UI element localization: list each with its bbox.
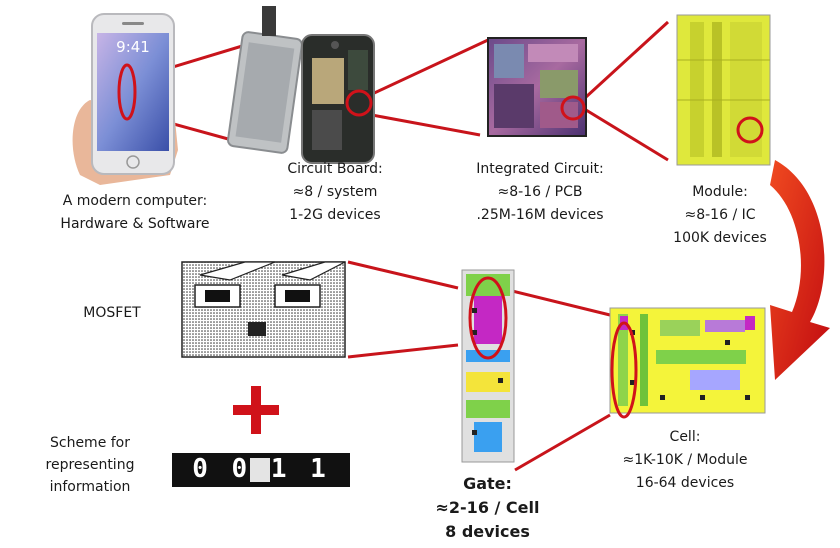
ic-caption-line3: .25M-16M devices bbox=[476, 207, 604, 223]
gate-caption-line3: 8 devices bbox=[445, 522, 530, 541]
scheme-caption-line1: Scheme for bbox=[49, 435, 131, 451]
bits-text: 0 0 1 1 bbox=[192, 454, 330, 484]
module-caption: Module: ≈8-16 / IC 100K devices bbox=[655, 181, 785, 250]
ic-caption: Integrated Circuit: ≈8-16 / PCB .25M-16M… bbox=[455, 158, 625, 227]
gate-caption-line2: ≈2-16 / Cell bbox=[435, 498, 540, 517]
scheme-caption-line2: representing bbox=[45, 457, 135, 473]
mosfet-label: MOSFET bbox=[83, 305, 141, 321]
cell-caption-line1: Cell: bbox=[669, 429, 701, 445]
module-image bbox=[676, 14, 771, 166]
computer-caption: A modern computer: Hardware & Software bbox=[40, 190, 230, 236]
circuit-board-image bbox=[226, 6, 375, 164]
ic-caption-line1: Integrated Circuit: bbox=[476, 161, 604, 177]
computer-caption-line1: A modern computer: bbox=[62, 193, 208, 209]
board-caption-line1: Circuit Board: bbox=[287, 161, 383, 177]
gate-image bbox=[461, 269, 515, 463]
cell-caption-line2: ≈1K-10K / Module bbox=[622, 452, 748, 468]
mosfet-image bbox=[181, 261, 346, 358]
smartphone-image bbox=[72, 13, 178, 185]
cell-image bbox=[609, 307, 766, 419]
ic-caption-line2: ≈8-16 / PCB bbox=[497, 184, 583, 200]
module-caption-line2: ≈8-16 / IC bbox=[684, 207, 756, 223]
scheme-caption: Scheme for representing information bbox=[20, 432, 160, 498]
board-caption: Circuit Board: ≈8 / system 1-2G devices bbox=[270, 158, 400, 227]
curved-arrow bbox=[770, 160, 830, 380]
cell-caption-line3: 16-64 devices bbox=[635, 475, 735, 491]
computer-caption-line2: Hardware & Software bbox=[60, 216, 210, 232]
module-caption-line1: Module: bbox=[692, 184, 748, 200]
bits-image bbox=[172, 453, 350, 487]
board-caption-line3: 1-2G devices bbox=[289, 207, 381, 223]
integrated-circuit-image bbox=[487, 37, 587, 137]
phone-clock: 9:41 bbox=[116, 38, 150, 56]
connector-lines bbox=[129, 20, 670, 472]
gate-caption-line1: Gate: bbox=[463, 474, 512, 493]
board-caption-line2: ≈8 / system bbox=[292, 184, 378, 200]
plus-icon bbox=[233, 386, 279, 434]
scheme-caption-line3: information bbox=[49, 479, 131, 495]
cell-caption: Cell: ≈1K-10K / Module 16-64 devices bbox=[605, 426, 765, 495]
module-caption-line3: 100K devices bbox=[673, 230, 767, 246]
gate-caption: Gate: ≈2-16 / Cell 8 devices bbox=[415, 472, 560, 544]
